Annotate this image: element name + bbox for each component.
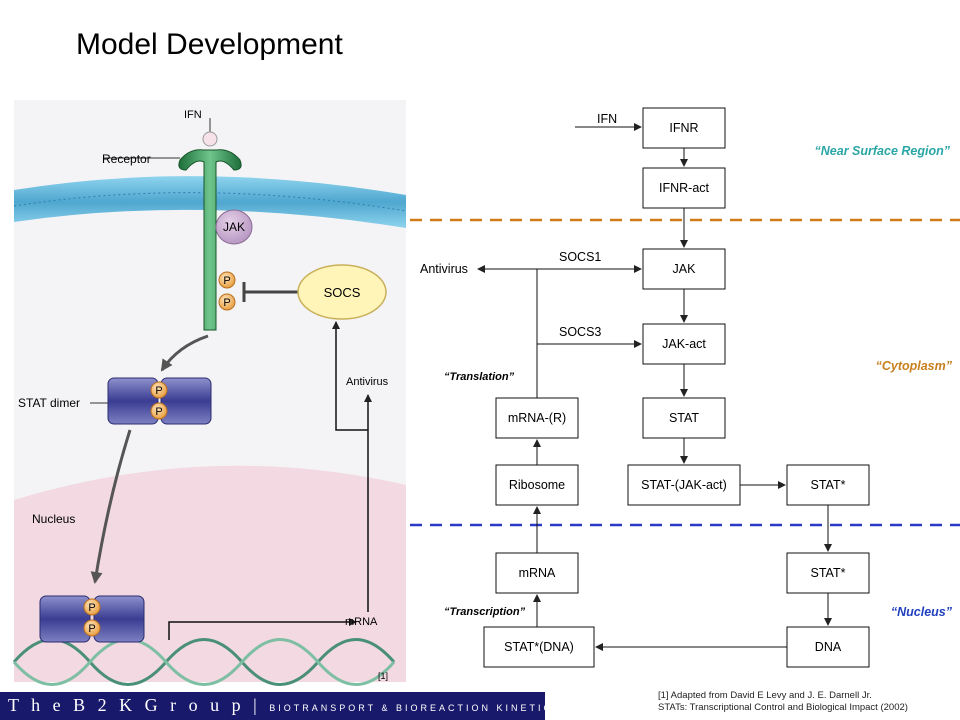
- socs-production-arrow: [332, 321, 368, 431]
- jak-box-label: JAK: [673, 262, 697, 276]
- brand-tagline: BIOTRANSPORT & BIOREACTION KINETICS: [269, 703, 562, 713]
- cytoplasm-region-label: “Cytoplasm”: [876, 359, 953, 373]
- stat-label: STAT: [669, 411, 699, 425]
- antivirus-output-label: Antivirus: [420, 262, 468, 276]
- socs-label: SOCS: [324, 285, 361, 300]
- translocation-arrow: [90, 429, 132, 584]
- stat-star-nucleus-label: STAT*: [811, 566, 846, 580]
- stat-star-label: STAT*: [811, 478, 846, 492]
- mrna-label: mRNA: [345, 616, 378, 628]
- phosphate-label: P: [155, 406, 162, 418]
- stat-jak-act-box: [627, 464, 741, 506]
- phosphate-label: P: [88, 623, 95, 635]
- stat-star-nucleus-box: [786, 552, 870, 594]
- phosphate-label: P: [223, 297, 230, 309]
- socs3-label: SOCS3: [559, 325, 601, 339]
- cell-illustration: IFN Receptor JAK P P SOCS mRNA Antivirus: [12, 100, 407, 686]
- ifnr-box: [642, 107, 726, 149]
- reference-line-2: STATs: Transcriptional Control and Biolo…: [658, 702, 908, 713]
- phosphate-label: P: [88, 602, 95, 614]
- nucleus-region: [14, 465, 406, 682]
- translation-label: “Translation”: [444, 371, 515, 383]
- stat-jak-act-label: STAT-(JAK-act): [641, 478, 727, 492]
- brand-name: T h e B 2 K G r o u p: [8, 695, 245, 715]
- ifn-ligand: [202, 131, 218, 147]
- jak-act-label: JAK-act: [662, 337, 706, 351]
- mrna-r-label: mRNA-(R): [508, 411, 566, 425]
- ribosome-box: [495, 464, 579, 506]
- jak-box: [642, 248, 726, 290]
- page-title: Model Development: [76, 28, 343, 61]
- dna-box: [786, 626, 870, 668]
- stat-dimer-dna-bound: [39, 595, 145, 643]
- flow-diagram: “Near Surface Region” “Cytoplasm” “Nucle…: [410, 100, 960, 673]
- mrna-box-label: mRNA: [519, 566, 556, 580]
- socs1-label: SOCS1: [559, 250, 601, 264]
- activation-arrow: [160, 334, 209, 372]
- ifn-input-label: IFN: [597, 112, 617, 126]
- jak-act-box: [642, 323, 726, 365]
- phosphate-label: P: [223, 275, 230, 287]
- near-surface-region-label: “Near Surface Region”: [815, 144, 951, 158]
- dna-helix: [12, 638, 396, 686]
- reference-line-1: [1] Adapted from David E Levy and J. E. …: [658, 690, 872, 701]
- dna-label: DNA: [815, 640, 842, 654]
- phosphate-circle: [83, 598, 101, 616]
- stat-star-dna-box: [483, 626, 595, 668]
- ifn-label: IFN: [184, 109, 202, 121]
- phosphate-label: P: [155, 385, 162, 397]
- phosphate-circle: [218, 293, 236, 311]
- phosphate-circle: [150, 381, 168, 399]
- stat-box: [642, 397, 726, 439]
- mrna-box: [495, 552, 579, 594]
- receptor-label: Receptor: [102, 152, 151, 166]
- footer-banner: T h e B 2 K G r o u p | BIOTRANSPORT & B…: [0, 692, 559, 720]
- jak-label: JAK: [223, 220, 245, 234]
- stat-star-box: [786, 464, 870, 506]
- jak-protein: [215, 209, 253, 245]
- mrna-r-box: [495, 397, 579, 439]
- stat-dimer-label: STAT dimer: [18, 396, 80, 410]
- ifnr-act-box: [642, 167, 726, 209]
- reference-citation: [1] Adapted from David E Levy and J. E. …: [658, 690, 908, 714]
- brand-separator: |: [253, 695, 261, 715]
- stat-star-dna-label: STAT*(DNA): [504, 640, 574, 654]
- ifnr-label: IFNR: [669, 121, 698, 135]
- phosphate-circle: [150, 402, 168, 420]
- brand-logo: T h e B 2 K G r o u p | BIOTRANSPORT & B…: [8, 695, 562, 716]
- antivirus-label: Antivirus: [346, 376, 389, 388]
- mrna-arrow: [168, 618, 357, 640]
- phosphate-circle: [83, 619, 101, 637]
- socs-protein: [297, 264, 387, 320]
- phosphate-circle: [218, 271, 236, 289]
- nucleus-label: Nucleus: [32, 512, 75, 526]
- nucleus-region-label: “Nucleus”: [891, 605, 953, 619]
- stat-dimer: [107, 377, 212, 425]
- transcription-label: “Transcription”: [444, 606, 526, 618]
- ribosome-label: Ribosome: [509, 478, 565, 492]
- ifnr-act-label: IFNR-act: [659, 181, 710, 195]
- receptor: [178, 149, 242, 331]
- reference-mark: [1]: [378, 671, 388, 681]
